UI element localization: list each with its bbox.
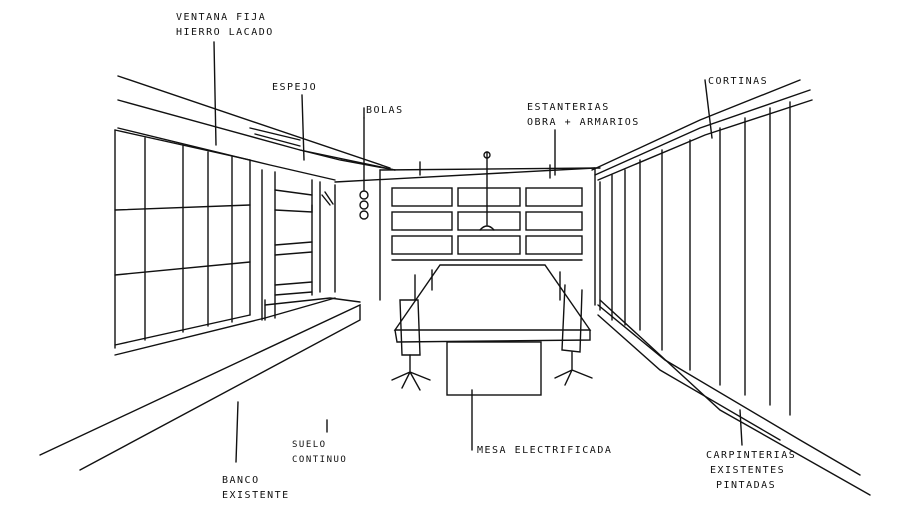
label-bolas: BOLAS xyxy=(366,103,404,118)
label-line: VENTANA FIJA xyxy=(176,12,267,23)
label-line: BOLAS xyxy=(366,105,404,116)
label-line: CARPINTERIAS xyxy=(706,450,797,461)
label-line: MESA ELECTRIFICADA xyxy=(477,445,613,456)
window-grid xyxy=(114,129,251,349)
label-line: ESTANTERIAS xyxy=(527,102,610,113)
ceiling-left xyxy=(117,75,396,181)
chairs xyxy=(391,269,593,391)
label-line: OBRA + ARMARIOS xyxy=(527,117,640,128)
bench xyxy=(39,297,361,471)
label-cortinas: CORTINAS xyxy=(708,74,768,89)
label-line: EXISTENTE xyxy=(222,490,290,501)
label-carpinterias: CARPINTERIAS EXISTENTES PINTADAS xyxy=(706,448,796,493)
label-estanterias: ESTANTERIAS OBRA + ARMARIOS xyxy=(527,100,640,130)
curtains xyxy=(591,79,871,496)
label-line: PINTADAS xyxy=(716,480,777,491)
label-ventana: VENTANA FIJA HIERRO LACADO xyxy=(176,10,274,40)
label-line: HIERRO LACADO xyxy=(176,27,274,38)
back-wall xyxy=(334,161,601,306)
shelving-grid xyxy=(391,187,583,261)
label-line: ESPEJO xyxy=(272,82,318,93)
pendant-lamps xyxy=(359,117,495,231)
label-line: SUELO xyxy=(292,440,327,450)
mirror-shelves xyxy=(261,169,336,321)
label-espejo: ESPEJO xyxy=(272,80,317,95)
label-mesa: MESA ELECTRIFICADA xyxy=(477,443,612,458)
label-line: CORTINAS xyxy=(708,76,769,87)
leader-lines xyxy=(213,41,743,463)
label-line: BANCO xyxy=(222,475,260,486)
table xyxy=(393,264,592,396)
label-line: CONTINUO xyxy=(292,455,348,465)
label-banco: BANCO EXISTENTE xyxy=(222,473,290,503)
label-line: EXISTENTES xyxy=(710,465,786,476)
label-suelo: SUELO CONTINUO xyxy=(292,438,347,468)
